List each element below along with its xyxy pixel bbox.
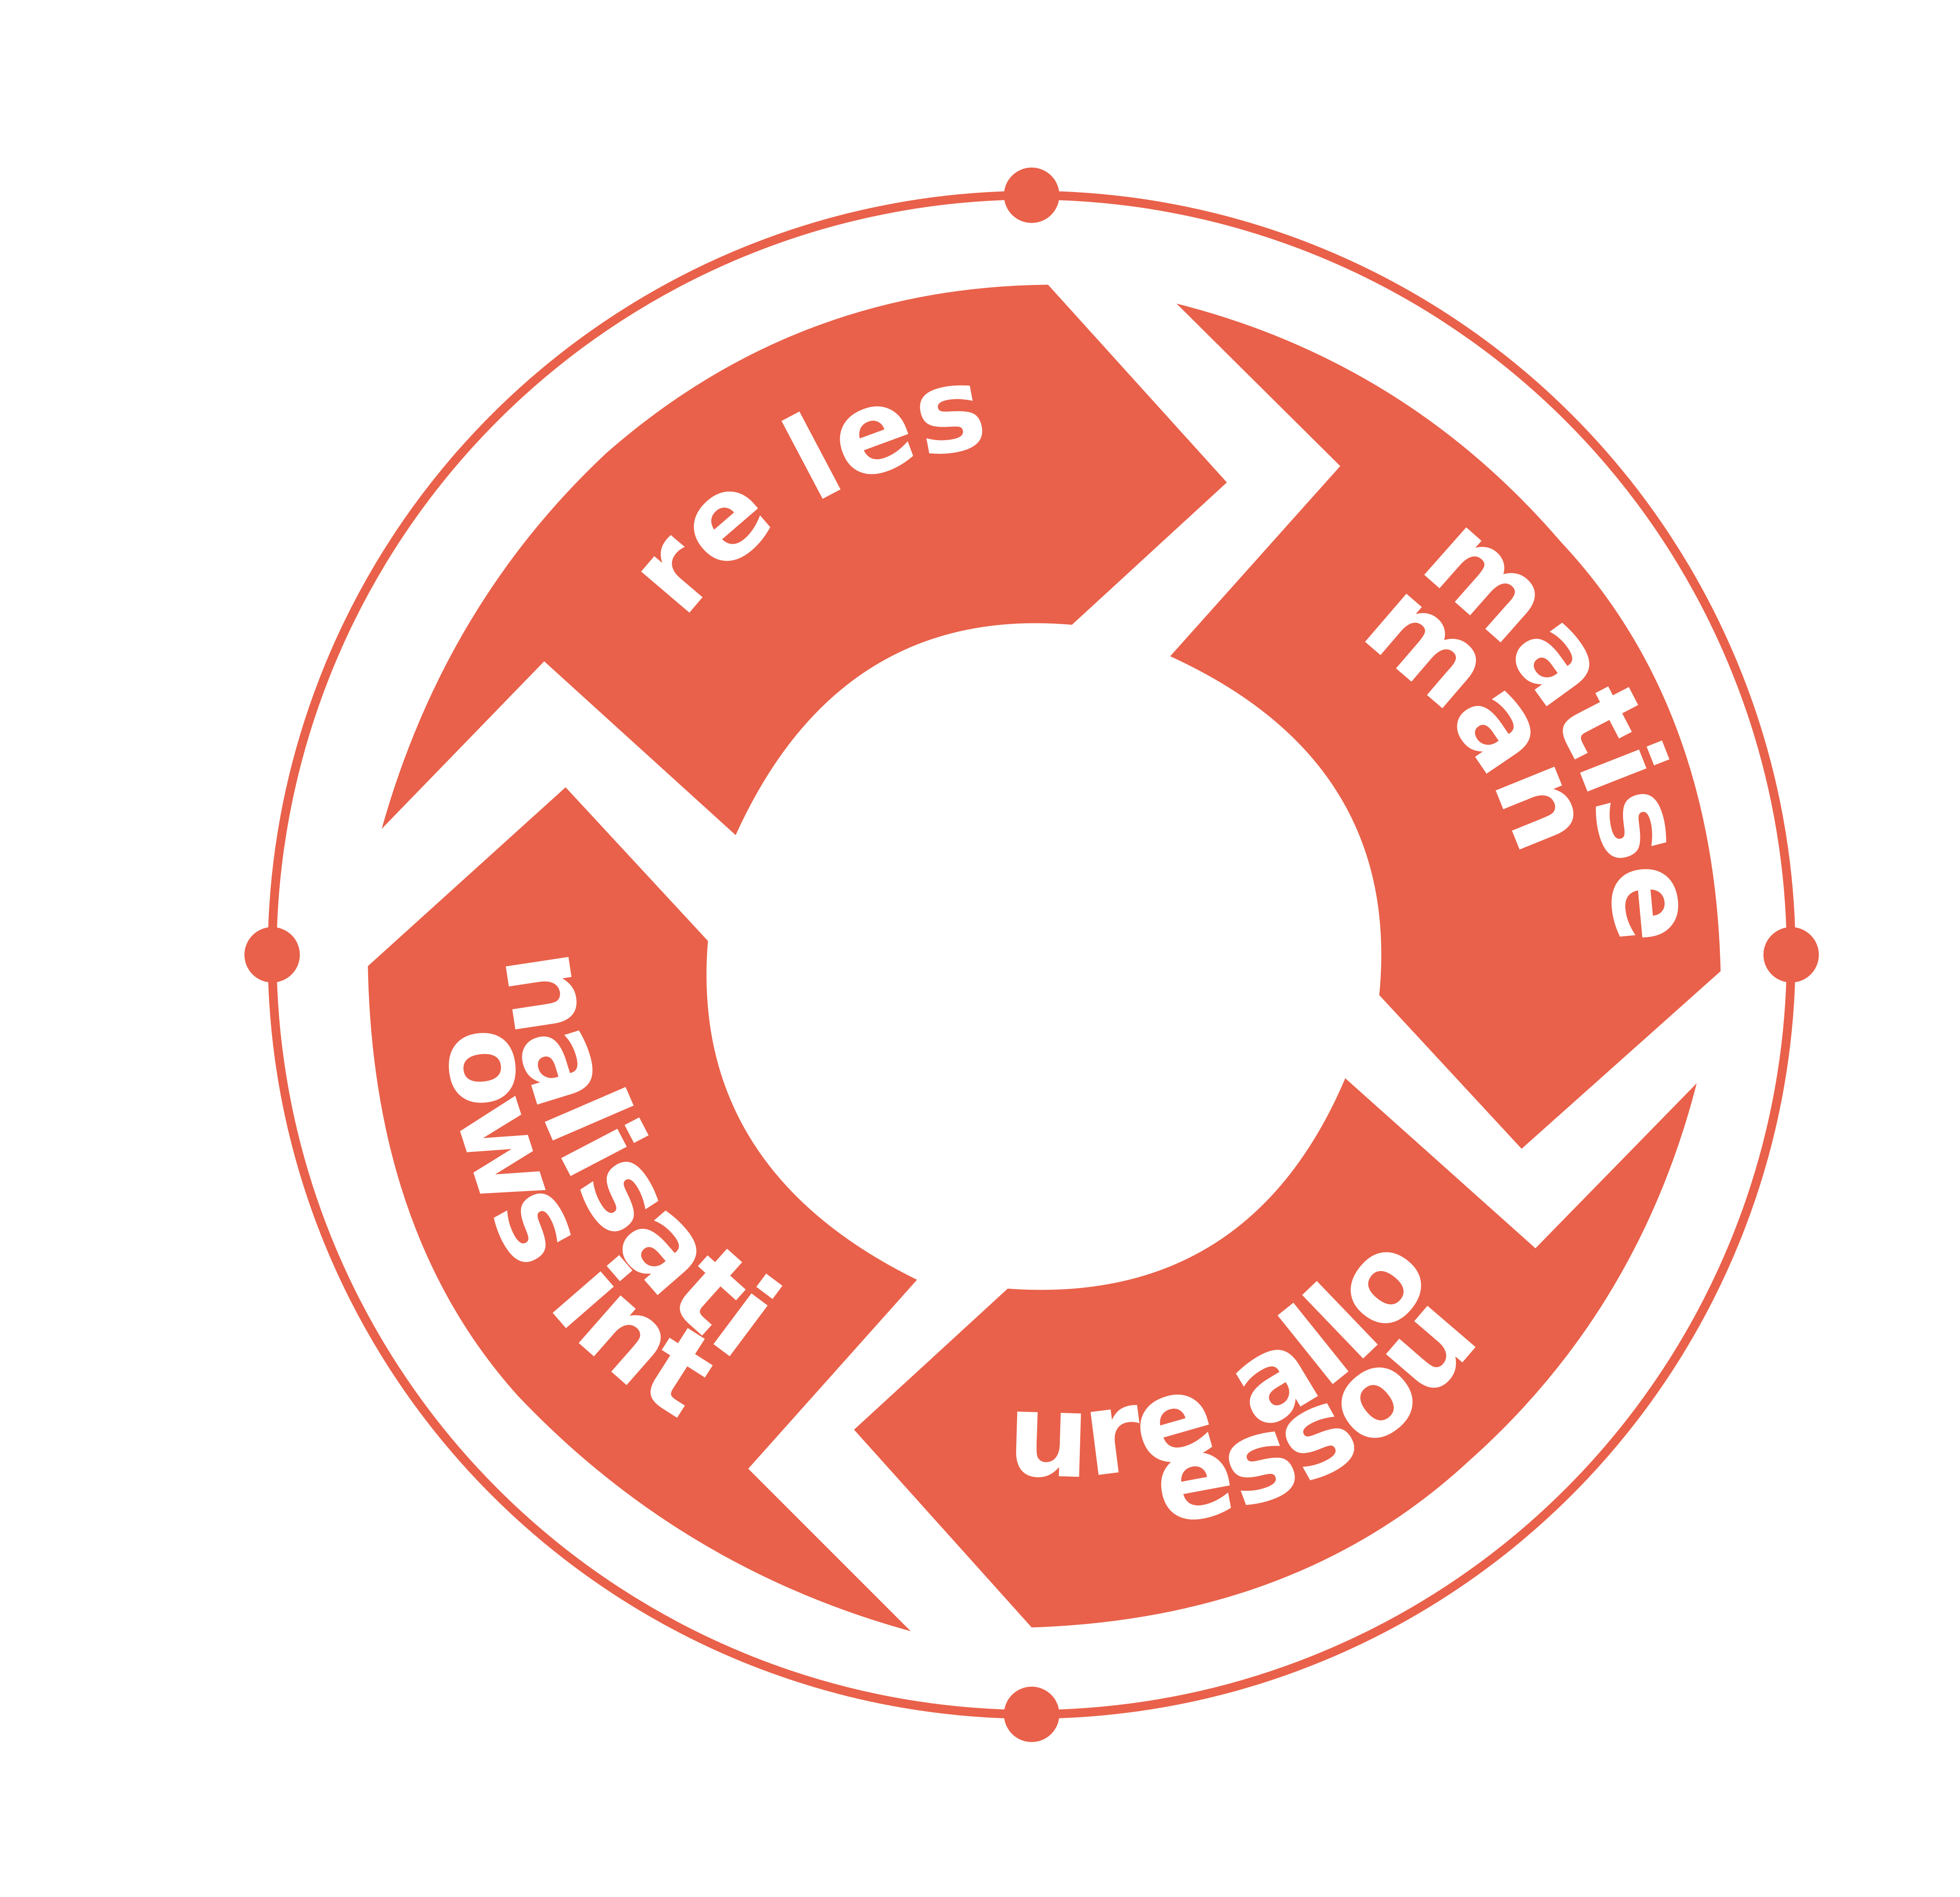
arrow-segment-bottom	[854, 1078, 1697, 1628]
ring-node-right	[1763, 927, 1819, 983]
ring-node-left	[244, 927, 300, 983]
arrow-segment-top	[381, 285, 1227, 835]
arrow-segment-right	[1170, 303, 1721, 1149]
ring-node-top	[1004, 167, 1059, 223]
arrow-segment-left	[368, 787, 917, 1632]
ring-node-bottom	[1004, 1686, 1059, 1742]
